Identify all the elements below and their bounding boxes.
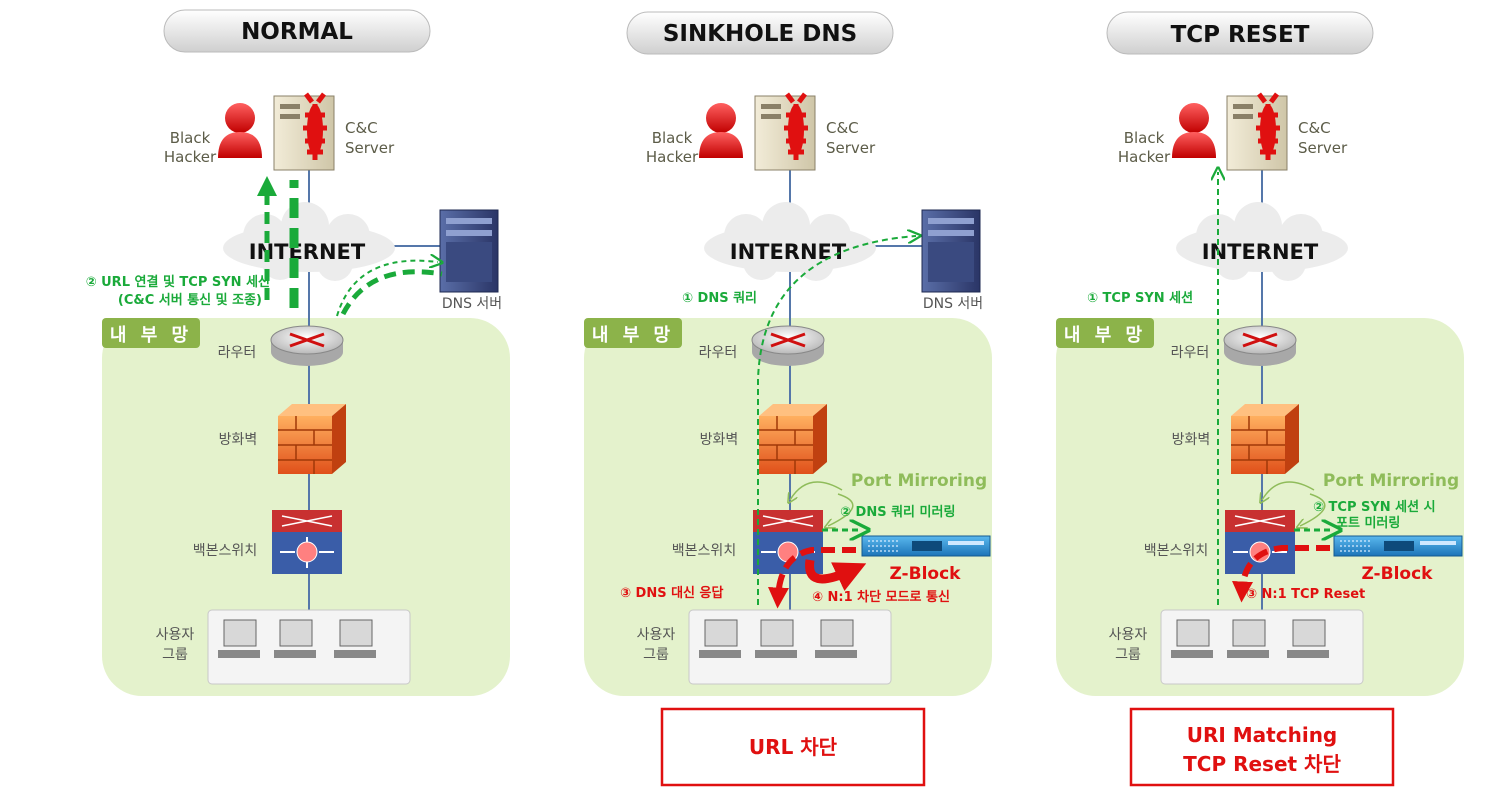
firewall-label: 방화벽 xyxy=(219,432,258,448)
router-label: 라우터 xyxy=(699,345,738,361)
tcp-reset-arrow xyxy=(1232,545,1330,603)
router-icon xyxy=(270,325,344,366)
dns-server-label: DNS 서버 xyxy=(442,296,502,312)
zblock-label: Z-Block xyxy=(1362,564,1434,584)
zblock-appliance-icon xyxy=(1333,535,1463,557)
port-mirroring-arrow xyxy=(828,493,854,526)
port-mirroring-arrow xyxy=(1262,481,1315,500)
step-label: (C&C 서버 통신 및 조종) xyxy=(118,292,262,308)
cc-server-icon xyxy=(1226,92,1288,171)
internet-label: INTERNET xyxy=(1202,240,1319,264)
switch-label: 백본스위치 xyxy=(193,543,257,559)
dns-query-arrow xyxy=(757,236,916,605)
title-pill xyxy=(626,11,894,55)
network-label: 내 부 망 xyxy=(592,325,674,346)
firewall-label: 방화벽 xyxy=(1172,432,1211,448)
internet-label: INTERNET xyxy=(730,240,847,264)
network-label: 내 부 망 xyxy=(110,325,192,346)
dns-server-label: DNS 서버 xyxy=(923,296,983,312)
switch-label: 백본스위치 xyxy=(672,543,736,559)
router-label: 라우터 xyxy=(218,345,257,361)
result-box xyxy=(1129,707,1395,787)
network-zone xyxy=(1056,318,1464,696)
step-label: ③ N:1 TCP Reset xyxy=(1246,587,1365,602)
title-pill xyxy=(1106,11,1374,55)
panel-title: TCP RESET xyxy=(1171,22,1310,48)
result-label: URL 차단 xyxy=(749,735,838,759)
step-label: ② URL 연결 및 TCP SYN 세션 xyxy=(86,274,270,290)
dns-query-arrow xyxy=(340,269,443,316)
zblock-appliance-icon xyxy=(861,535,991,557)
router-icon xyxy=(751,325,825,366)
network-zone xyxy=(102,318,510,696)
switch-label: 백본스위치 xyxy=(1144,543,1208,559)
user-group-icon xyxy=(688,609,892,685)
dns-server-icon xyxy=(439,209,499,293)
network-label-box xyxy=(102,318,200,348)
result-label: URI Matching xyxy=(1187,723,1338,747)
step-label: ② DNS 쿼리 미러링 xyxy=(840,504,955,520)
step-label: ③ DNS 대신 응답 xyxy=(620,586,723,601)
step-label: ④ N:1 차단 모드로 통신 xyxy=(812,589,950,605)
network-label-box xyxy=(1056,318,1154,348)
backbone-switch-icon xyxy=(1225,510,1295,574)
zblock-label: Z-Block xyxy=(890,564,962,584)
network-label: 내 부 망 xyxy=(1064,325,1146,346)
network-label-box xyxy=(584,318,682,348)
port-mirroring-label: Port Mirroring xyxy=(1323,471,1459,491)
dns-query-arrow xyxy=(336,261,438,317)
router-label: 라우터 xyxy=(1171,345,1210,361)
port-mirroring-arrow xyxy=(790,481,843,500)
hacker-icon xyxy=(1172,103,1216,158)
step-label: ② TCP SYN 세션 시 xyxy=(1313,500,1436,515)
panel-title: NORMAL xyxy=(241,19,353,45)
network-zone xyxy=(584,318,992,696)
firewall-icon xyxy=(1231,404,1299,474)
result-label: TCP Reset 차단 xyxy=(1183,752,1341,776)
cc-server-icon xyxy=(273,92,335,171)
user-group-icon xyxy=(1160,609,1364,685)
backbone-switch-icon xyxy=(272,510,342,574)
firewall-icon xyxy=(278,404,346,474)
firewall-label: 방화벽 xyxy=(700,432,739,448)
dns-server-icon xyxy=(921,209,981,293)
title-pill xyxy=(163,9,431,53)
firewall-icon xyxy=(759,404,827,474)
step-label: ① DNS 쿼리 xyxy=(682,290,757,306)
internet-cloud-icon xyxy=(704,202,876,281)
hacker-icon xyxy=(218,103,262,158)
port-mirroring-label: Port Mirroring xyxy=(851,471,987,491)
internet-cloud-icon xyxy=(1176,202,1348,281)
block-arrow xyxy=(805,559,867,591)
result-box xyxy=(660,707,926,787)
step-label: ① TCP SYN 세션 xyxy=(1087,291,1193,306)
router-icon xyxy=(1223,325,1297,366)
user-group-icon xyxy=(207,609,411,685)
panel-title: SINKHOLE DNS xyxy=(663,21,857,47)
step-label: 포트 미러링 xyxy=(1336,515,1400,531)
dns-response-arrow xyxy=(768,547,856,609)
hacker-icon xyxy=(699,103,743,158)
cc-server-icon xyxy=(754,92,816,171)
port-mirroring-arrow xyxy=(1300,493,1326,526)
